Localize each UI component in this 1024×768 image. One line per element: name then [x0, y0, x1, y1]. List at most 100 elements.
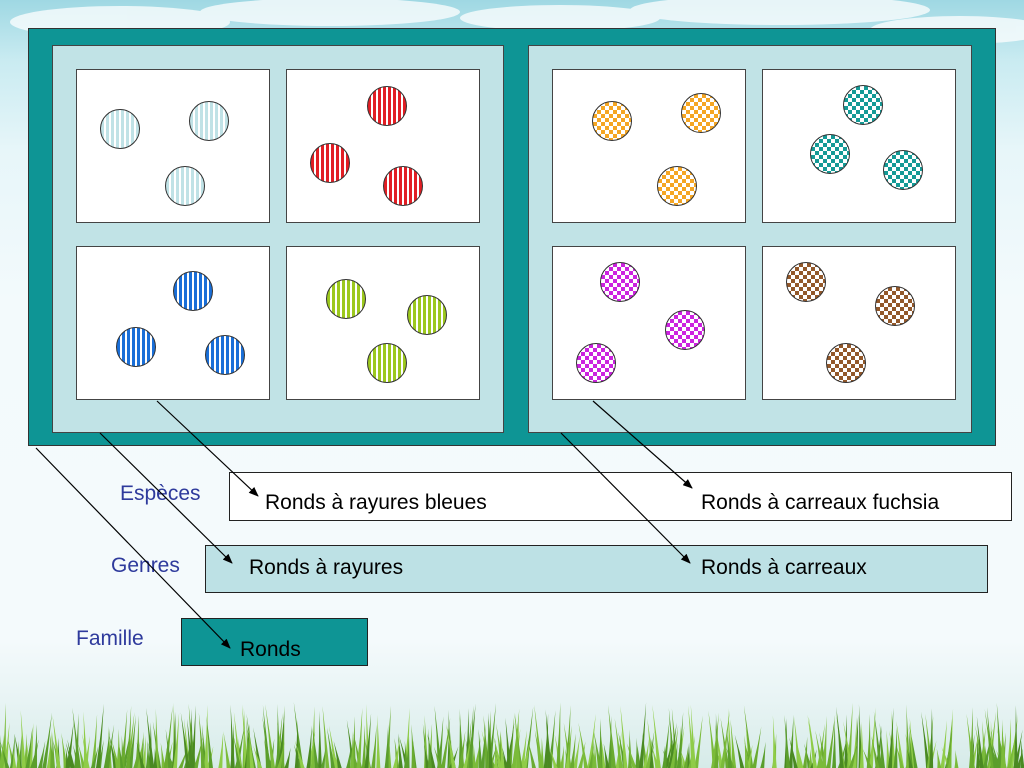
- grass-blade: [248, 729, 255, 768]
- grass-blade: [662, 745, 667, 768]
- grass-blade: [52, 715, 61, 768]
- grass-blade: [67, 739, 75, 768]
- grass-blade: [0, 734, 4, 768]
- striped-circle: [326, 279, 366, 319]
- grass-blade: [446, 723, 456, 768]
- grass-blade: [862, 748, 873, 768]
- striped-circle: [383, 166, 423, 206]
- grass-blade: [726, 729, 733, 768]
- grass-blade: [976, 716, 984, 768]
- grass-blade: [384, 724, 389, 768]
- grass-blade: [1000, 719, 1005, 768]
- especes-box: Ronds à rayures bleues Ronds à carreaux …: [229, 472, 1012, 521]
- grass-blade: [165, 729, 173, 768]
- grass-blade: [423, 744, 430, 768]
- grass-blade: [398, 733, 403, 768]
- grass-blade: [405, 736, 410, 768]
- grass-blade: [90, 746, 99, 768]
- grass-blade: [1007, 734, 1016, 768]
- grass-blade: [424, 715, 429, 768]
- grass-blade: [312, 727, 319, 768]
- grass-blade: [246, 713, 255, 768]
- grass-blade: [364, 713, 372, 768]
- diagram-frame: [28, 28, 996, 446]
- grass-blade: [246, 718, 251, 768]
- grass-blade: [642, 738, 650, 768]
- grass-blade: [608, 704, 617, 768]
- grass-blade: [720, 710, 730, 768]
- grass-blade: [78, 743, 86, 768]
- grass-blade: [734, 734, 745, 768]
- grass-blade: [649, 736, 654, 768]
- grass-blade: [392, 736, 401, 768]
- grass-blade: [873, 711, 883, 768]
- grass-blade: [683, 746, 689, 768]
- grass-blade: [284, 747, 291, 768]
- grass-blade: [411, 724, 416, 768]
- grass-blade: [91, 714, 98, 768]
- grass-blade: [651, 744, 660, 768]
- grass-blade: [371, 724, 377, 768]
- grass-blade: [83, 735, 91, 768]
- species-box-light-blue-stripes: [76, 69, 270, 223]
- grass-blade: [154, 708, 159, 768]
- grass-blade: [346, 744, 352, 768]
- grass-blade: [746, 744, 753, 768]
- grass-blade: [866, 713, 871, 768]
- grass-blade: [976, 734, 981, 768]
- grass-blade: [1007, 718, 1012, 768]
- grass-blade: [598, 718, 603, 768]
- grass-blade: [116, 728, 121, 768]
- grass-blade: [33, 724, 38, 768]
- grass-blade: [95, 703, 104, 768]
- genres-box: Ronds à rayures Ronds à carreaux: [205, 545, 988, 593]
- grass-blade: [326, 727, 335, 768]
- grass-blade: [322, 706, 330, 768]
- striped-circle: [173, 271, 213, 311]
- grass-blade: [921, 711, 931, 768]
- grass-blade: [72, 707, 82, 768]
- grass-blade: [929, 708, 934, 768]
- striped-circle: [165, 166, 205, 206]
- grass-blade: [545, 709, 552, 768]
- grass-blade: [376, 714, 381, 768]
- grass-blade: [294, 740, 305, 768]
- checkered-circle: [600, 262, 640, 302]
- grass-blade: [230, 704, 235, 768]
- grass-blade: [550, 748, 558, 768]
- checkered-circle: [786, 262, 826, 302]
- species-box-blue-stripes: [76, 246, 270, 400]
- striped-circle: [205, 335, 245, 375]
- grass-blade: [795, 737, 804, 768]
- grass-blade: [61, 732, 68, 768]
- grass-blade: [83, 711, 88, 768]
- grass-blade: [333, 740, 342, 768]
- grass-blade: [487, 702, 497, 768]
- grass-blade: [352, 749, 359, 768]
- grass-blade: [789, 737, 798, 768]
- grass-blade: [511, 708, 520, 768]
- grass-blade: [988, 734, 998, 768]
- grass-blade: [868, 707, 876, 768]
- grass-blade: [788, 735, 793, 768]
- grass-blade: [310, 706, 315, 768]
- grass-blade: [672, 742, 678, 768]
- especes-right-text: Ronds à carreaux fuchsia: [701, 491, 940, 514]
- grass-blade: [190, 705, 196, 768]
- striped-circle: [189, 101, 229, 141]
- grass-blade: [433, 746, 443, 768]
- label-famille: Famille: [76, 627, 144, 650]
- grass-blade: [559, 745, 564, 768]
- grass-blade: [578, 741, 586, 768]
- grass-blade: [253, 727, 262, 768]
- grass-blade: [676, 711, 684, 768]
- checkered-circle: [826, 343, 866, 383]
- grass-blade: [1009, 714, 1018, 768]
- grass-blade: [294, 720, 299, 768]
- grass-blade: [223, 733, 231, 768]
- grass-blade: [277, 741, 285, 768]
- checkered-circle: [875, 286, 915, 326]
- grass-blade: [808, 716, 818, 768]
- grass-blade: [133, 741, 140, 768]
- grass-blade: [471, 742, 476, 768]
